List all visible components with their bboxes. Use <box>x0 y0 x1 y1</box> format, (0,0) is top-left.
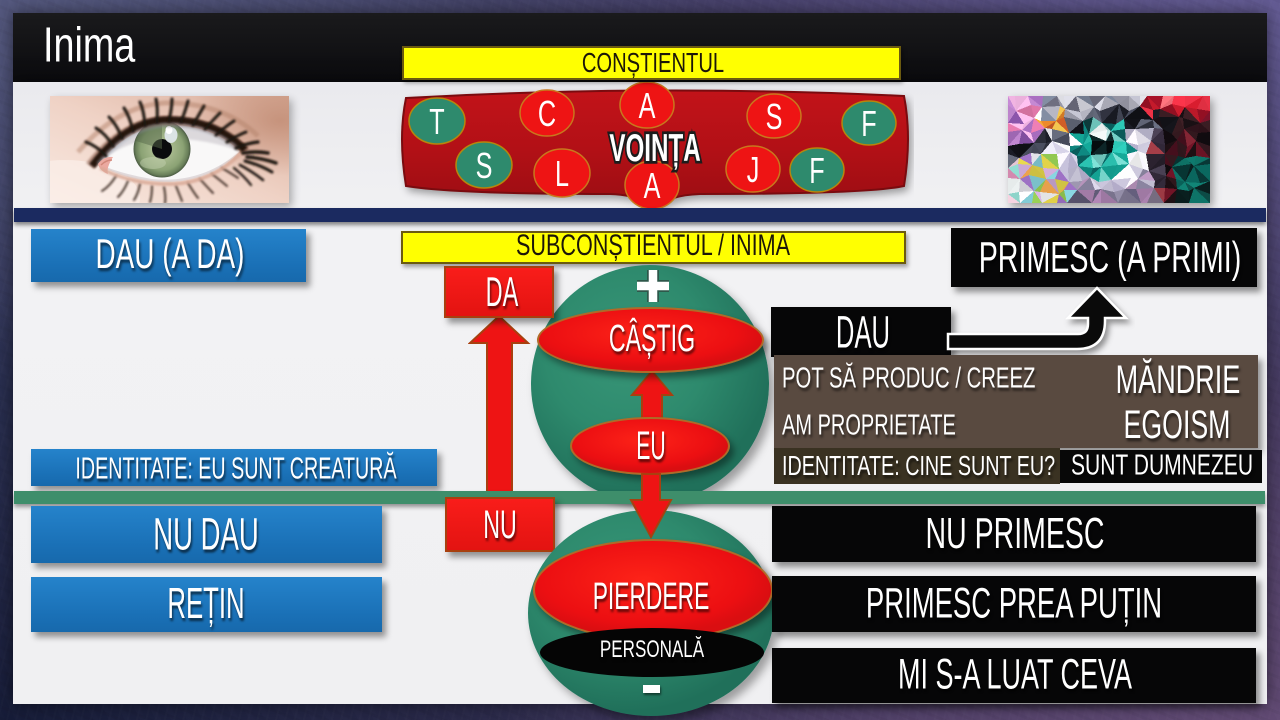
svg-text:VOINȚA: VOINȚA <box>609 126 700 169</box>
svg-text:C: C <box>538 94 556 135</box>
svg-text:F: F <box>861 104 876 145</box>
svg-text:S: S <box>476 146 493 187</box>
svg-text:F: F <box>809 151 824 192</box>
svg-text:A: A <box>644 166 661 207</box>
svg-text:S: S <box>766 97 783 138</box>
svg-text:L: L <box>555 154 569 195</box>
svg-text:J: J <box>747 150 760 191</box>
svg-text:A: A <box>639 86 656 127</box>
svg-text:T: T <box>429 102 444 143</box>
